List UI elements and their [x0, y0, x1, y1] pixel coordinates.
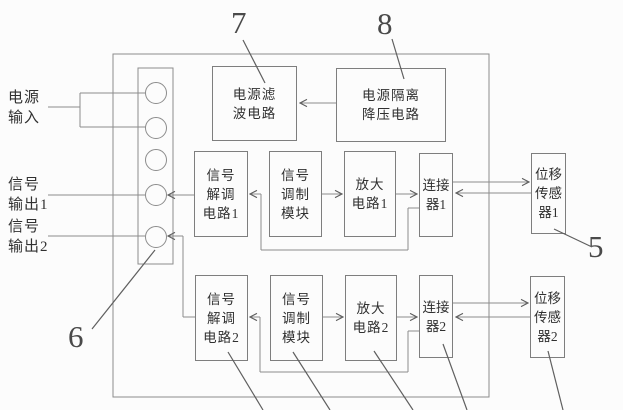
block-displacement-sensor-1: 位移 传感 器1	[531, 153, 566, 234]
leader-6	[91, 249, 156, 330]
block-signal-mod-1: 信号 调制 模块	[269, 151, 322, 237]
demod-to-terminal-wires	[168, 195, 195, 318]
block-signal-demod-1: 信号 解调 电路1	[194, 151, 248, 237]
block-power-isolation: 电源隔离 降压电路	[336, 68, 446, 142]
label-signal-output-1: 信号 输出1	[8, 177, 49, 213]
label-power-input: 电源 输入	[8, 90, 41, 126]
terminal-pin-4	[145, 184, 167, 206]
block-displacement-sensor-2: 位移 传感 器2	[530, 276, 565, 358]
block-connector-1: 连接 器1	[419, 153, 453, 237]
block-connector-2: 连接 器2	[419, 275, 453, 358]
power-input-wires	[48, 92, 146, 128]
ref-number-8: 8	[377, 6, 393, 41]
terminal-pin-1	[145, 82, 167, 104]
terminal-pin-5	[145, 226, 167, 248]
terminal-block	[137, 67, 174, 265]
block-amplifier-2: 放大 电路2	[345, 275, 397, 361]
label-signal-output-2: 信号 输出2	[8, 219, 49, 255]
block-signal-mod-2: 信号 调制 模块	[270, 275, 323, 361]
block-signal-demod-2: 信号 解调 电路2	[195, 275, 248, 361]
ref-number-7: 7	[231, 5, 247, 40]
block-power-filter: 电源滤 波电路	[212, 66, 297, 141]
terminal-pin-3	[145, 149, 167, 171]
block-amplifier-1: 放大 电路1	[344, 151, 396, 237]
leader-bottom-5	[547, 350, 564, 410]
signal-output-wires	[48, 194, 145, 237]
terminal-pin-2	[145, 117, 167, 139]
ref-number-6: 6	[68, 319, 84, 354]
ref-number-5: 5	[588, 229, 604, 264]
